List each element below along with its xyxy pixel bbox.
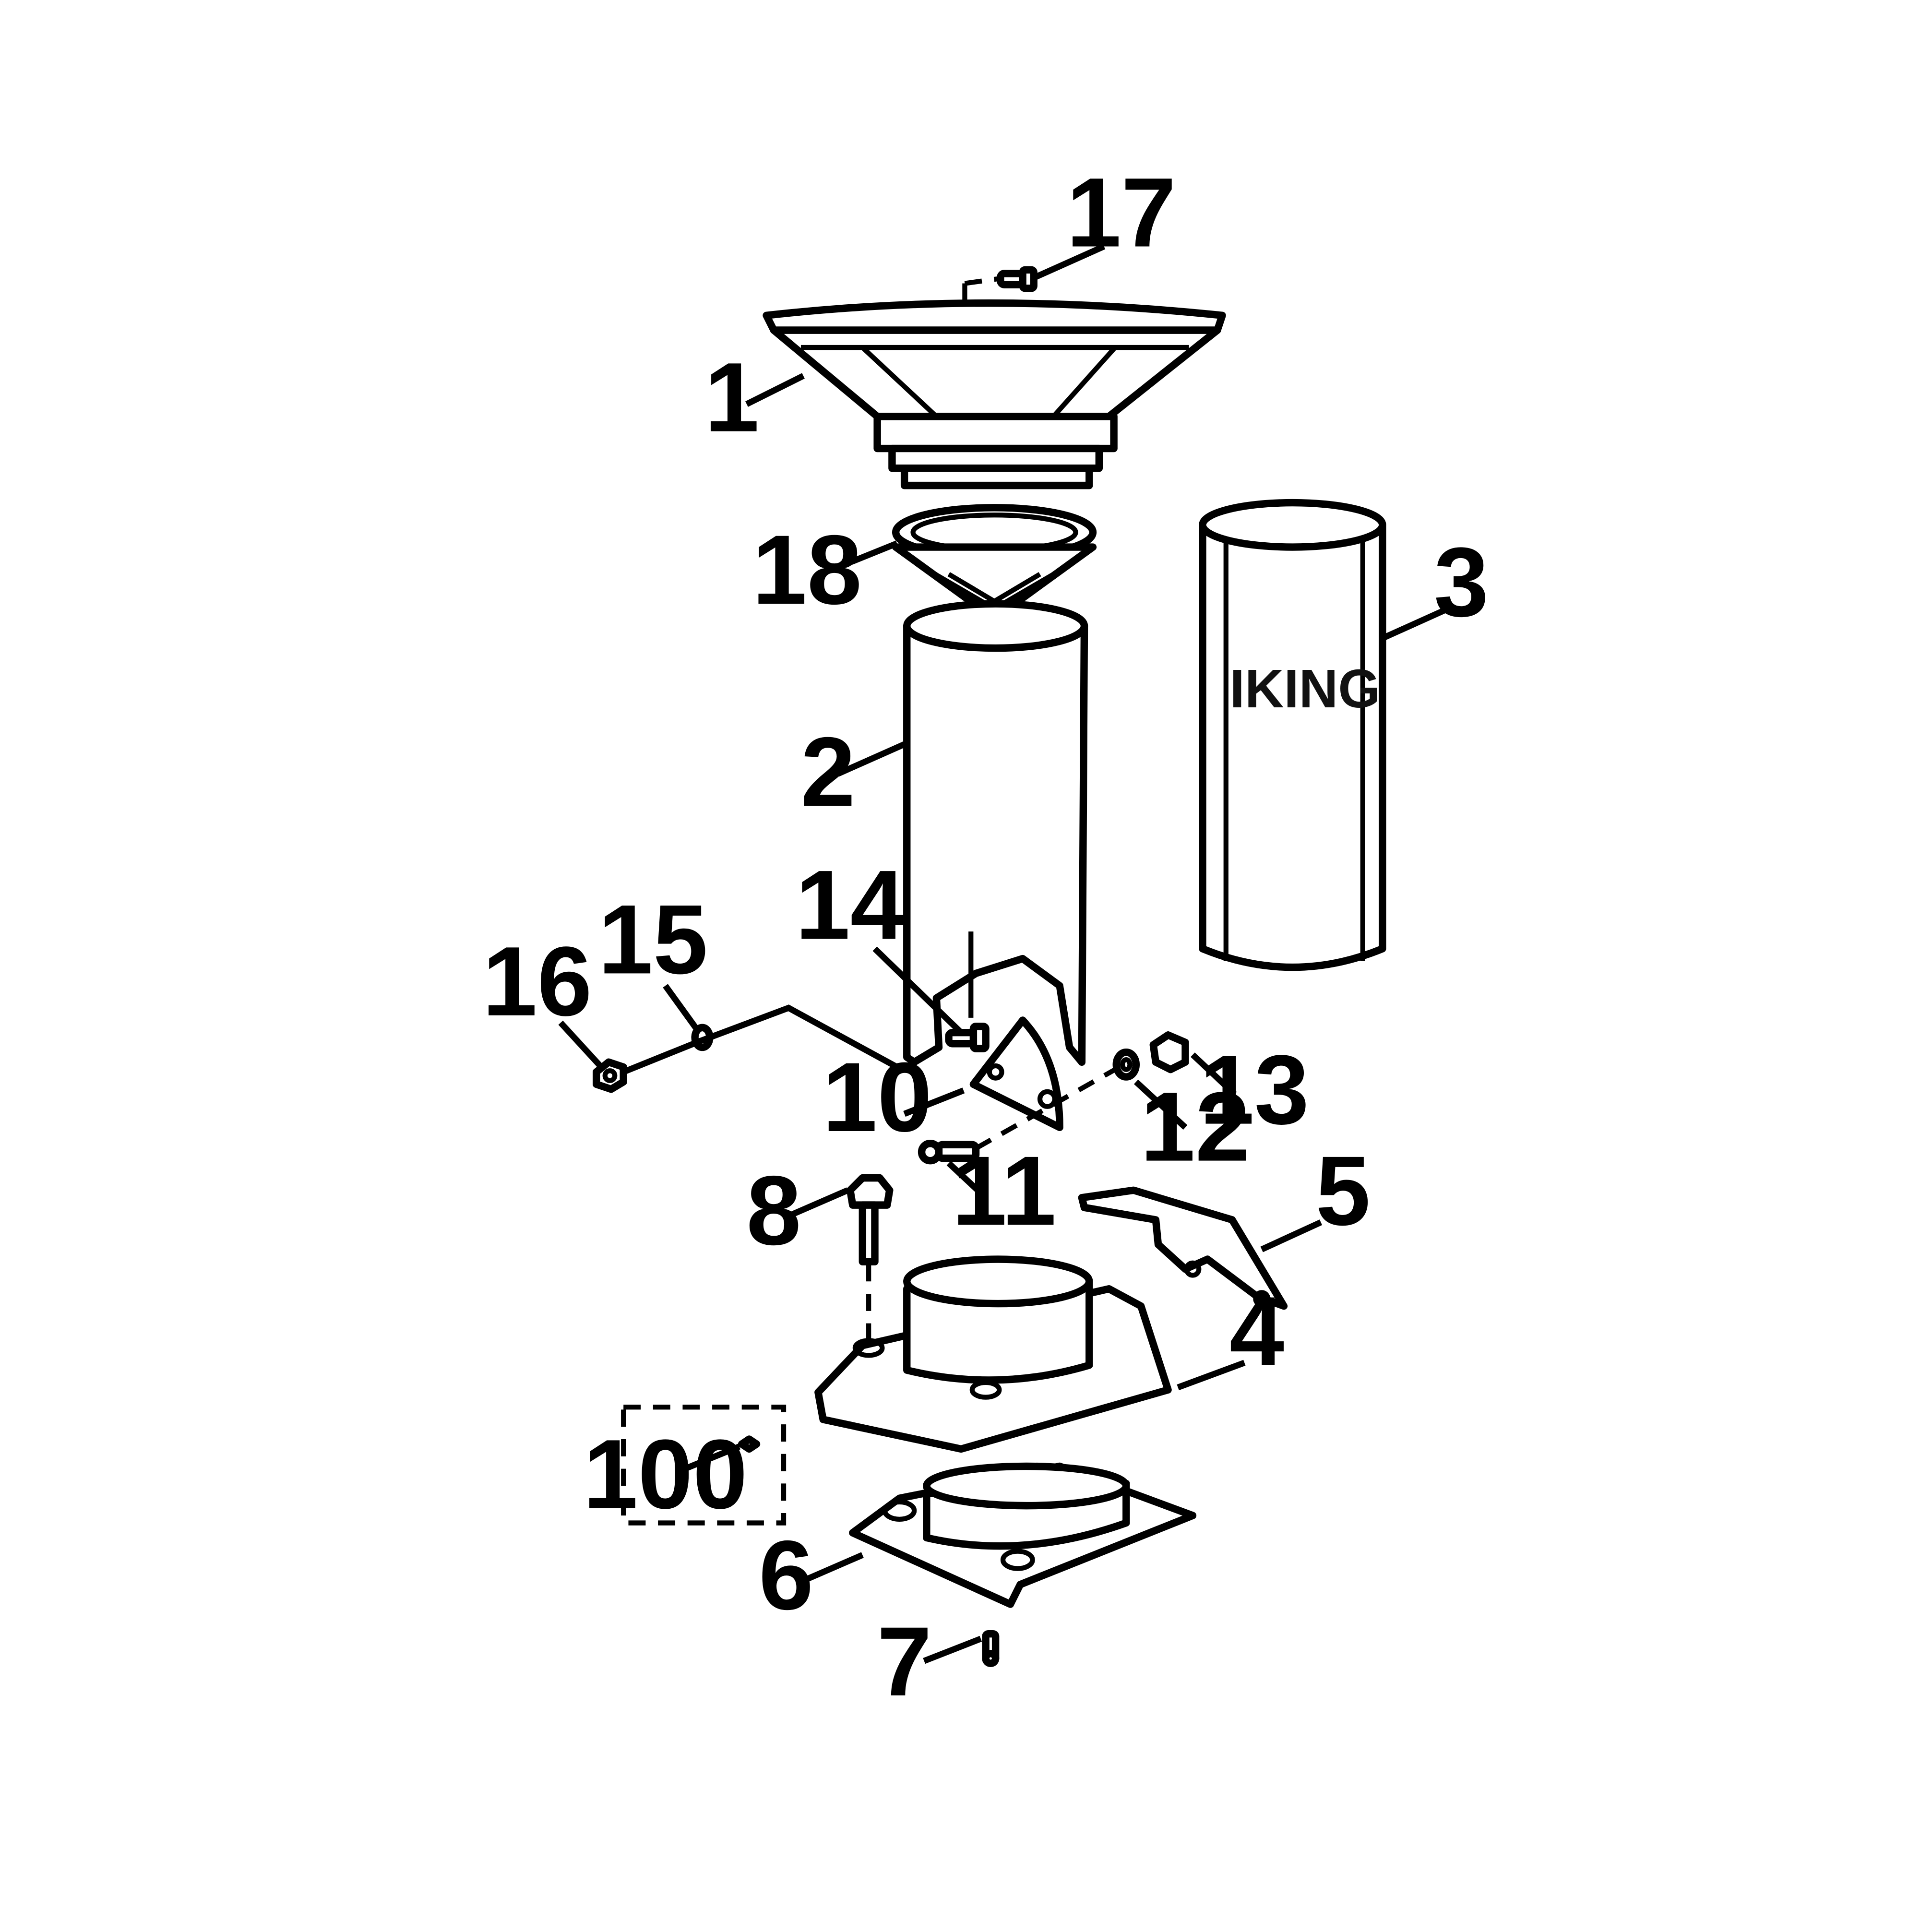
callout-18: 18 [752, 514, 862, 625]
callout-100: 100 [583, 1419, 748, 1529]
part-7-screw [982, 1630, 1000, 1667]
callout-3: 3 [1434, 527, 1489, 637]
part-6-plate [849, 1462, 1197, 1608]
part-12-washer [1112, 1049, 1140, 1081]
callout-5: 5 [1316, 1135, 1371, 1246]
part-16-nut [593, 1058, 627, 1093]
part-10-blade [969, 1016, 1063, 1132]
callout-10: 10 [823, 1042, 932, 1152]
callout-4: 4 [1229, 1276, 1284, 1386]
callout-17: 17 [1066, 157, 1176, 268]
part-5-guard [1078, 1186, 1288, 1310]
part-11-bolt [918, 1140, 980, 1165]
part-3-sleeve: IKING [1199, 499, 1386, 971]
callout-labels: 17 1 18 3 2 14 15 16 10 13 12 11 8 5 4 1… [482, 157, 1489, 1717]
part-14-bolt [945, 1023, 990, 1052]
brand-text: IKING [1229, 658, 1380, 719]
callout-15: 15 [598, 884, 708, 994]
callout-6: 6 [759, 1520, 813, 1630]
leader-lines [558, 243, 1447, 1664]
part-4-housing [814, 1255, 1172, 1453]
callout-14: 14 [795, 850, 905, 960]
part-8-knob [846, 1174, 894, 1343]
part-1-hopper [763, 299, 1226, 489]
assembly-line-15-16 [622, 1004, 899, 1075]
callout-8: 8 [746, 1155, 801, 1265]
part-18-screen [892, 504, 1097, 622]
callout-12: 12 [1140, 1072, 1250, 1182]
callout-2: 2 [800, 716, 855, 827]
part-100-kit [621, 1405, 787, 1526]
callout-13: 13 [1200, 1035, 1309, 1145]
part-13-nut [1149, 1031, 1189, 1073]
part-2-tube [903, 600, 1088, 1066]
callout-7: 7 [877, 1606, 932, 1717]
callout-11: 11 [952, 1135, 1056, 1246]
callout-16: 16 [482, 926, 592, 1037]
callout-1: 1 [704, 342, 759, 453]
